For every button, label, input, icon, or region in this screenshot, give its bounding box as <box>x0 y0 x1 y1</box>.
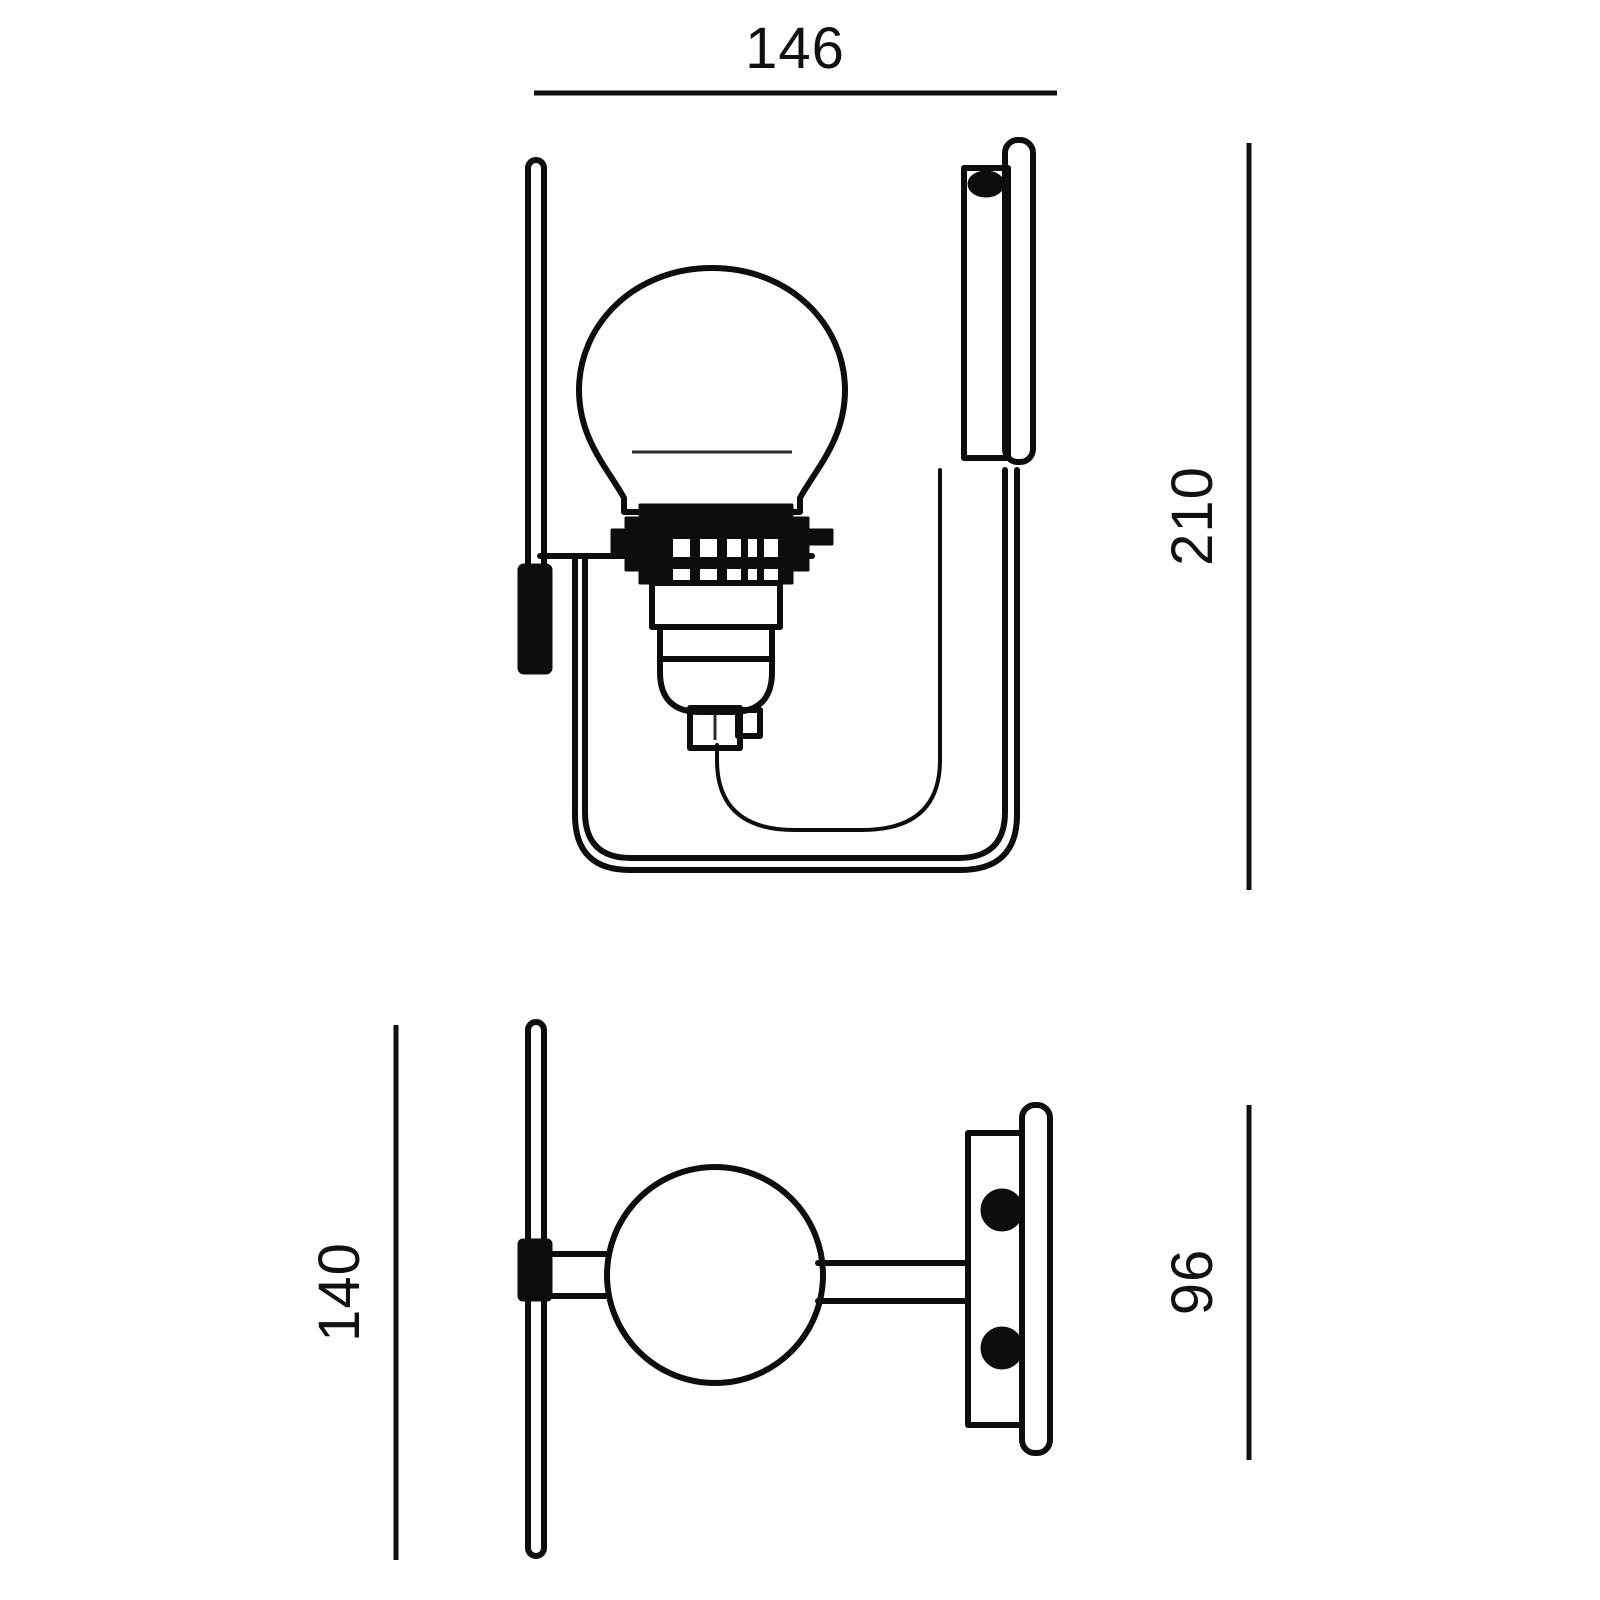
bracket-backplate-top <box>1019 1102 1053 1456</box>
dimension-96: 96 <box>1160 1105 1252 1460</box>
inner-cord-curve <box>715 468 942 832</box>
dimension-label-210: 210 <box>1160 466 1225 566</box>
u-frame-inner-path-2 <box>582 467 1008 861</box>
socket-body <box>649 580 783 751</box>
u-frame-inner-path <box>572 467 1020 873</box>
bracket-inner-plate-side <box>961 165 1011 461</box>
socket-vent <box>673 539 690 557</box>
bracket-inner-plate-top <box>965 1130 1025 1428</box>
bulb-glass <box>576 265 848 515</box>
arm-right <box>815 1260 978 1304</box>
socket-vent <box>748 569 757 587</box>
bracket-screw-icon <box>967 170 1005 198</box>
side-elevation-view: 146 <box>517 16 1252 890</box>
u-shaped-frame <box>572 467 1020 873</box>
dimension-140: 140 <box>307 1025 399 1560</box>
mounting-block-top <box>517 1238 553 1302</box>
socket-band-lower <box>657 624 775 662</box>
screw-upper-icon <box>980 1188 1024 1232</box>
socket-collar-left-tab <box>610 528 626 558</box>
dimension-146: 146 <box>534 16 1057 96</box>
socket-collar-right-tab <box>804 528 834 546</box>
screw-lower-icon <box>980 1326 1024 1370</box>
socket-band-upper <box>649 580 783 630</box>
wall-bracket-plate <box>961 137 1036 465</box>
socket-vent <box>700 539 717 557</box>
dimension-label-96: 96 <box>1160 1249 1225 1316</box>
socket-vent <box>727 539 741 557</box>
socket-dome <box>657 656 775 715</box>
socket-vent <box>748 539 757 557</box>
mounting-block <box>517 563 553 675</box>
socket-vent <box>764 539 778 557</box>
dimension-210: 210 <box>1160 143 1252 890</box>
dimension-label-140: 140 <box>307 1242 372 1342</box>
light-bulb <box>576 265 848 515</box>
top-plan-view: 140 <box>307 1019 1252 1560</box>
socket-side-nub <box>735 707 763 739</box>
dimension-label-146: 146 <box>745 16 845 81</box>
globe-circle <box>604 1164 826 1386</box>
socket-collar <box>610 503 834 587</box>
